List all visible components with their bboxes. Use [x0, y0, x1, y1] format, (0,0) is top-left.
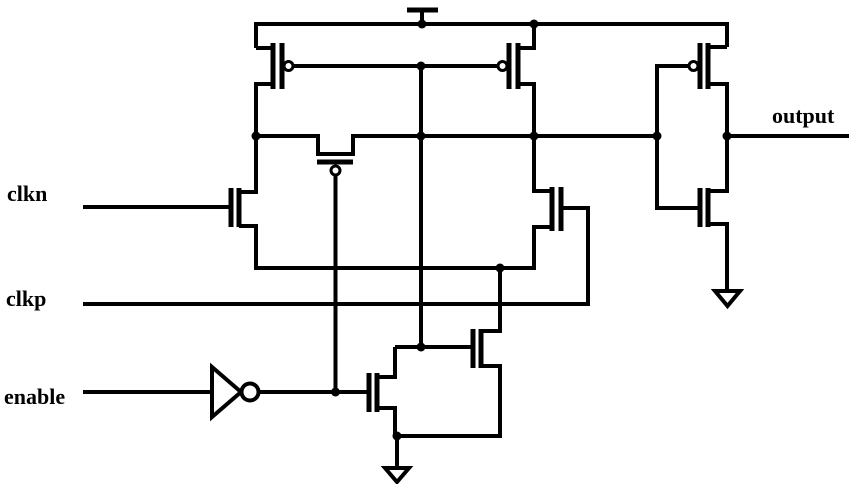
drain-wire: [481, 268, 502, 333]
power-rail: [254, 22, 729, 48]
internal-node-rail: [256, 134, 657, 156]
output-inverter-pmos: [687, 43, 729, 136]
clkp-label: clkp: [6, 286, 46, 311]
junction-dot: [392, 431, 402, 441]
drain-wire: [254, 82, 273, 136]
enable-inverter: [83, 362, 369, 422]
drain-wire: [377, 347, 397, 379]
junction-dot: [416, 61, 426, 71]
pmos-equalizer: [317, 159, 353, 392]
pmos-load-left: [254, 43, 295, 136]
source-wire: [518, 24, 536, 50]
inverter-bubble-icon: [239, 381, 261, 403]
ground-right-icon: [710, 289, 745, 310]
output-inverter-gate-wire: [655, 64, 700, 210]
drain-wire: [708, 136, 729, 193]
ground-triangle: [710, 289, 745, 310]
ground-left-icon: [380, 436, 414, 484]
pmos-bubble-icon: [687, 60, 700, 72]
pmos-bubble-icon: [282, 60, 295, 72]
inverter-triangle-icon: [210, 362, 245, 422]
source-wire: [708, 222, 729, 291]
output-label: output: [772, 103, 835, 128]
drain-wire: [518, 82, 536, 136]
drain-wire: [708, 82, 729, 136]
ground-triangle: [380, 466, 414, 484]
vdd-rail-wire: [254, 22, 729, 48]
junction-dot: [529, 19, 539, 29]
junction-dot: [416, 342, 426, 352]
clkp-wire: [83, 206, 590, 306]
junction-dot: [495, 263, 505, 273]
junction-dot: [331, 387, 340, 397]
nmos-clkp-input: [83, 136, 590, 306]
junction-dot: [416, 131, 426, 141]
junction-dot: [251, 131, 261, 141]
junction-dot: [722, 131, 732, 141]
tail-wire: [239, 224, 552, 270]
source-wire: [397, 364, 502, 438]
drain-wire: [239, 136, 258, 194]
source-wire: [377, 406, 397, 436]
junction-dots: [251, 19, 732, 441]
pmos-load-right: [496, 24, 536, 136]
nmos-clkn-input: [83, 136, 258, 227]
clkn-label: clkn: [7, 181, 47, 206]
nmos-feedback-pulldown: [397, 268, 502, 438]
junction-dot: [652, 131, 662, 141]
drain-wire: [532, 136, 552, 193]
pmos-bubble-icon: [329, 164, 342, 177]
junction-dot: [529, 131, 539, 141]
output-inverter-nmos: [697, 136, 729, 291]
junction-dot: [417, 19, 427, 29]
nmos-enable-pulldown: [366, 347, 397, 436]
pmos-bubble-icon: [496, 60, 509, 72]
enable-label: enable: [4, 384, 65, 409]
